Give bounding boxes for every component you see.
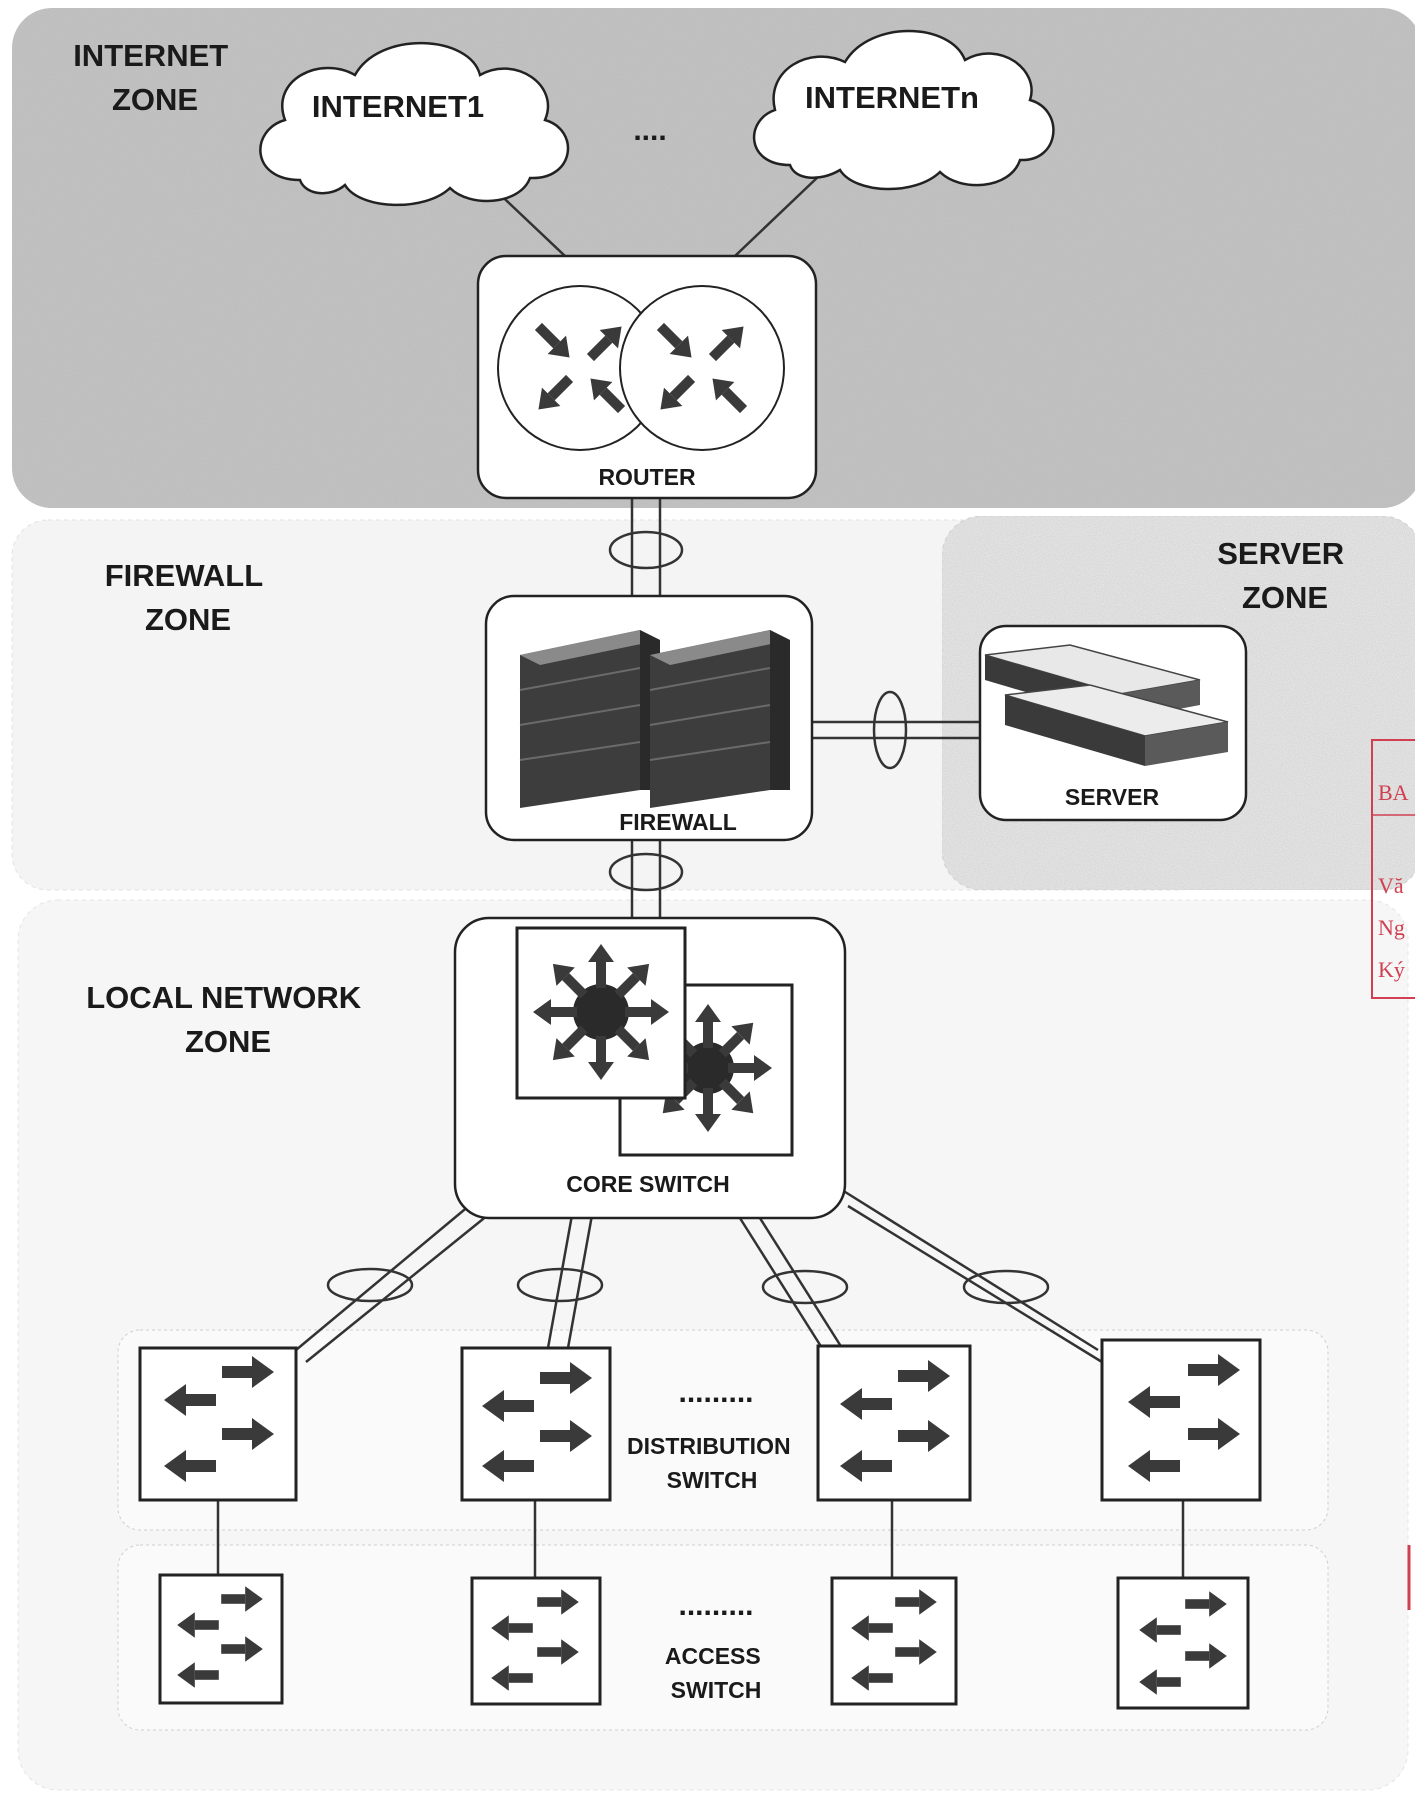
router-icon [497,285,785,451]
local-network-zone-label-line1: LOCAL NETWORK [86,980,362,1015]
distribution-band [117,1329,1329,1531]
internet-zone-label-line1: INTERNET [73,38,228,73]
internetn-label: INTERNETn [805,80,979,115]
access-switch-3 [830,1576,958,1706]
internetn-cloud: INTERNETn [752,29,1055,191]
access-switch-4 [1116,1576,1250,1710]
clouds-ellipsis: .... [633,114,666,147]
core-switch-label: CORE SWITCH [566,1171,730,1197]
router-device: ROUTER [476,254,818,500]
distribution-switch-label-line1: DISTRIBUTION [627,1433,791,1459]
distribution-ellipsis: ......... [678,1376,753,1409]
internet-zone-label-line2: ZONE [112,82,198,117]
server-label: SERVER [1065,784,1160,810]
server-zone-label-line2: ZONE [1242,580,1328,615]
internet1-cloud: INTERNET1 [259,41,570,207]
distribution-switch-3 [816,1344,972,1502]
internet-zone-label: INTERNET ZONE [73,38,237,117]
distribution-switch-4 [1100,1338,1262,1502]
core-switch-icon [515,926,794,1157]
access-switch-label-line2: SWITCH [671,1677,762,1703]
firewall-label: FIREWALL [619,809,737,835]
access-switch-label: ACCESS SWITCH [665,1643,767,1703]
access-band [117,1544,1329,1731]
stamp: BA Vă Ng Ký [1371,739,1415,1610]
distribution-switch-2 [460,1346,612,1502]
distribution-switch-1 [138,1346,298,1502]
local-network-zone-label: LOCAL NETWORK ZONE [86,980,370,1059]
local-network-zone-label-line2: ZONE [185,1024,271,1059]
distribution-switch-label: DISTRIBUTION SWITCH [627,1433,797,1493]
router-label: ROUTER [598,464,696,490]
access-switch-2 [470,1576,602,1706]
stamp-line-2: Ng [1378,915,1405,940]
stamp-line-1: Vă [1378,873,1404,898]
core-switch-device: CORE SWITCH [453,916,847,1220]
server-device: SERVER [978,624,1248,822]
stamp-line-3: Ký [1378,957,1405,982]
distribution-switch-label-line2: SWITCH [667,1467,758,1493]
firewall-zone-label-line1: FIREWALL [105,558,263,593]
access-ellipsis: ......... [678,1589,753,1622]
firewall-zone-label-line2: ZONE [145,602,231,637]
firewall-icon [519,630,790,808]
server-icon [984,644,1229,766]
access-switch-label-line1: ACCESS [665,1643,761,1669]
firewall-device: FIREWALL [484,594,814,842]
connections [216,174,1185,1578]
firewall-zone-label: FIREWALL ZONE [105,558,272,637]
link-bundles [326,530,1050,1305]
internet1-label: INTERNET1 [312,89,484,124]
server-zone-label: SERVER ZONE [1217,536,1353,615]
access-switch-1 [158,1573,284,1705]
server-zone-label-line1: SERVER [1217,536,1344,571]
stamp-header: BA [1378,780,1409,805]
